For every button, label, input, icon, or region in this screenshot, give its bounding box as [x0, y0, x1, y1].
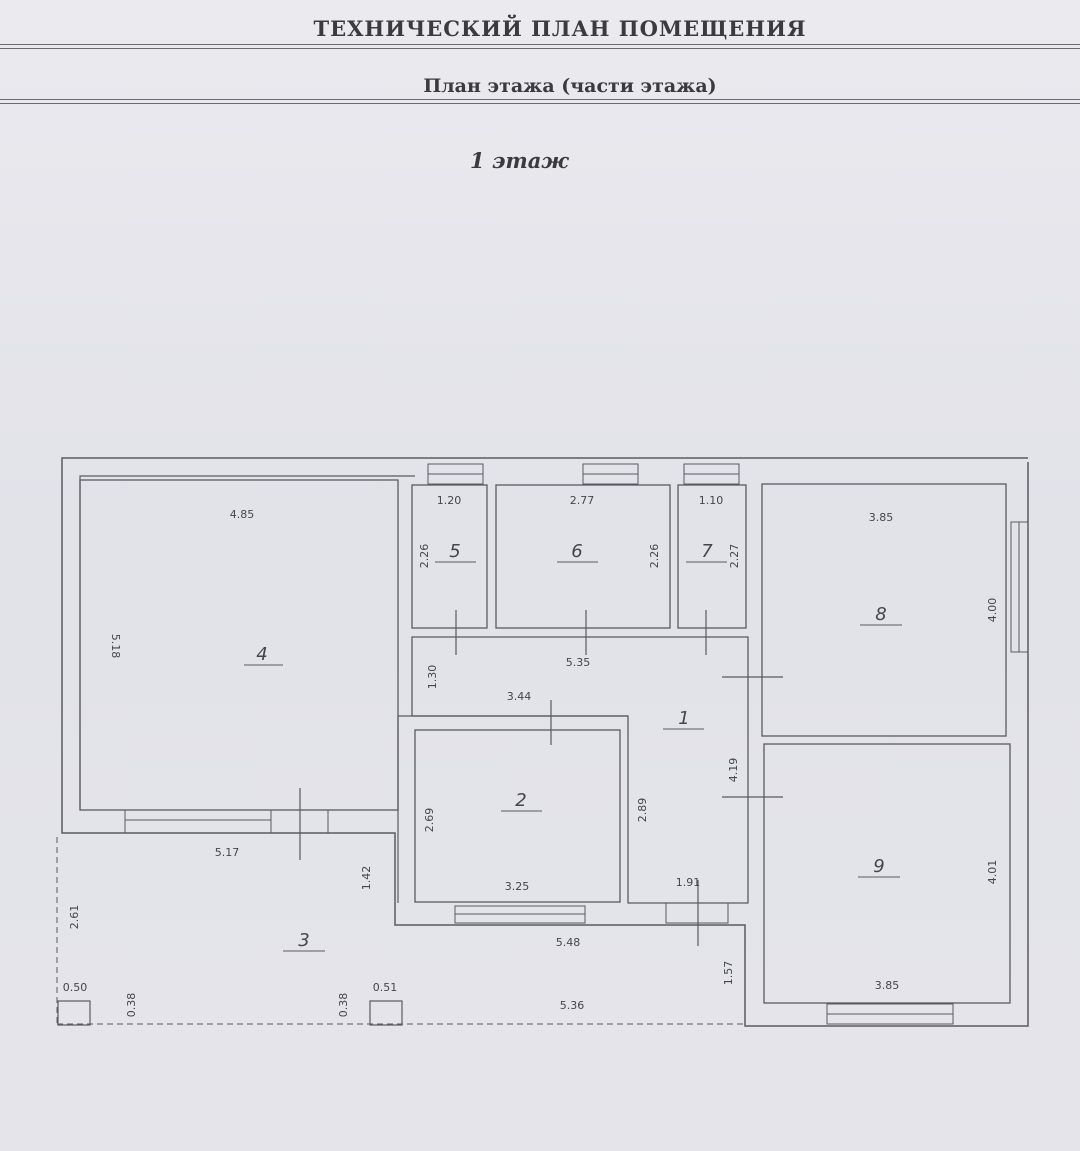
column-2: [369, 1000, 403, 1026]
dim-room-8-width: 3.85: [869, 511, 894, 524]
room-2-outline: [414, 729, 621, 903]
room-number-8: 8: [875, 604, 886, 625]
header-rule-top: [0, 44, 1080, 45]
dim-room-5-height: 2.26: [418, 544, 431, 569]
dim-room-6-width: 2.77: [570, 494, 595, 507]
dim-corridor-mid: 3.44: [507, 690, 532, 703]
room-number-5: 5: [449, 541, 460, 562]
dim-room-3-width-3: 5.36: [560, 999, 585, 1012]
dim-column-1-width: 0.50: [63, 981, 88, 994]
room-2-wall: [397, 715, 628, 903]
dim-corridor-height: 1.30: [426, 665, 439, 690]
dim-room-2-height: 2.69: [423, 808, 436, 833]
room-7-outline: [677, 484, 747, 629]
room-9-outline: [763, 743, 1011, 1004]
room-number-9: 9: [873, 856, 884, 877]
dim-room-5-width: 1.20: [437, 494, 462, 507]
dim-column-1-height: 0.38: [125, 993, 138, 1018]
dim-room-7-width: 1.10: [699, 494, 724, 507]
dim-room-2-width: 3.25: [505, 880, 530, 893]
room-number-1: 1: [678, 708, 689, 729]
dim-room-3-width-1: 5.17: [215, 846, 240, 859]
dim-column-2-width: 0.51: [373, 981, 398, 994]
room-6-outline: [495, 484, 671, 629]
dim-room-7-height: 2.27: [728, 544, 741, 569]
dim-column-2-height: 0.38: [337, 993, 350, 1018]
header-rule-top-2: [0, 48, 1080, 49]
room-8-outline: [761, 483, 1007, 737]
window-room-4: [124, 809, 272, 834]
header-rule-bottom: [0, 99, 1080, 100]
dim-room-3-height-3: 1.57: [722, 961, 735, 986]
room-number-7: 7: [701, 541, 713, 562]
dim-room-3-height-2: 2.61: [68, 905, 81, 930]
dim-room-2-height-2: 2.89: [636, 798, 649, 823]
dim-room-1-width: 1.91: [676, 876, 701, 889]
dim-room-9-width: 3.85: [875, 979, 900, 992]
dim-room-8-height: 4.00: [986, 598, 999, 623]
dim-room-6-height: 2.26: [648, 544, 661, 569]
outer-wall-outer: [61, 457, 1029, 1027]
room-5-outline: [411, 484, 488, 629]
header-rule-bottom-2: [0, 103, 1080, 104]
dim-room-3-width-2: 5.48: [556, 936, 581, 949]
outer-wall-inner: [79, 475, 415, 810]
dim-room-1-height: 4.19: [727, 758, 740, 783]
opening-room-1: [665, 902, 729, 924]
document-title: ТЕХНИЧЕСКИЙ ПЛАН ПОМЕЩЕНИЯ: [313, 16, 807, 41]
room-number-4: 4: [256, 644, 267, 665]
corridor-outline: [411, 636, 749, 904]
dim-room-3-height-1: 1.42: [360, 866, 373, 891]
dim-room-4-width: 4.85: [230, 508, 255, 521]
floor-label: 1 этаж: [470, 148, 569, 173]
column-1: [57, 1000, 91, 1026]
dim-room-9-height: 4.01: [986, 860, 999, 885]
room-4-outline: [79, 479, 399, 811]
room-number-2: 2: [515, 790, 526, 811]
document-subtitle: План этажа (части этажа): [423, 75, 717, 97]
room-number-3: 3: [298, 930, 309, 951]
room-number-6: 6: [571, 541, 582, 562]
dim-room-4-height: 5.18: [109, 634, 122, 659]
dim-corridor-width: 5.35: [566, 656, 591, 669]
